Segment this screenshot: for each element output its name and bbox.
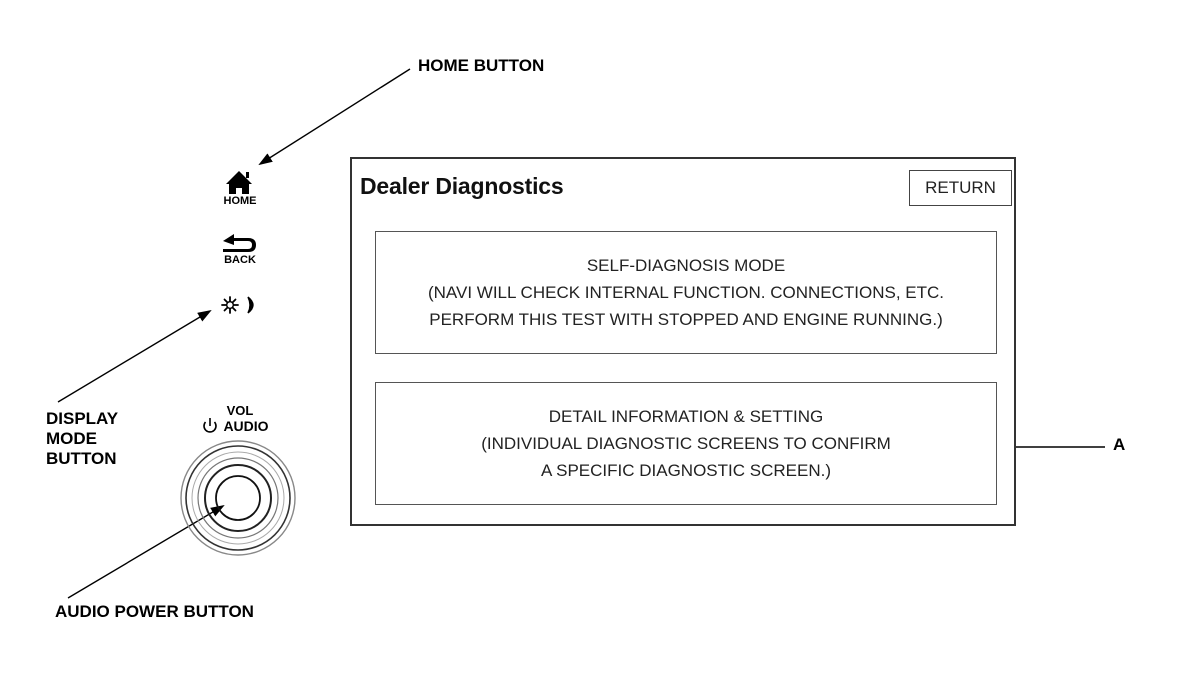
navigation-screen: Dealer Diagnostics RETURN SELF-DIAGNOSIS… — [350, 157, 1016, 526]
screen-title: Dealer Diagnostics — [360, 173, 564, 199]
detail-info-line-2: (INDIVIDUAL DIAGNOSTIC SCREENS TO CONFIR… — [481, 434, 891, 453]
sun-moon-icon[interactable] — [221, 296, 254, 314]
return-button[interactable]: RETURN — [909, 170, 1012, 206]
home-leader-line — [258, 68, 411, 166]
home-icon[interactable] — [226, 171, 252, 194]
audio-power-button-callout: AUDIO POWER BUTTON — [55, 602, 254, 621]
detail-information-setting-button[interactable]: DETAIL INFORMATION & SETTING (INDIVIDUAL… — [375, 382, 997, 505]
audio-power-leader-line — [67, 504, 225, 599]
self-diagnosis-line-2: (NAVI WILL CHECK INTERNAL FUNCTION. CONN… — [427, 283, 945, 302]
display-mode-callout-line-3: BUTTON — [46, 449, 117, 468]
audio-control-label: AUDIO — [223, 418, 269, 434]
home-control-label: HOME — [223, 195, 257, 207]
self-diagnosis-line-3: PERFORM THIS TEST WITH STOPPED AND ENGIN… — [429, 310, 943, 329]
back-control-label: BACK — [224, 254, 256, 266]
display-mode-leader-line — [57, 309, 212, 403]
a-callout: A — [1113, 435, 1126, 454]
volume-knob[interactable] — [180, 440, 296, 556]
self-diagnosis-line-1: SELF-DIAGNOSIS MODE — [586, 256, 786, 275]
display-mode-button-callout: DISPLAY MODE BUTTON — [46, 409, 118, 469]
display-mode-callout-line-1: DISPLAY — [46, 409, 119, 428]
detail-info-line-3: A SPECIFIC DIAGNOSTIC SCREEN.) — [541, 461, 831, 480]
home-button-callout: HOME BUTTON — [418, 56, 545, 75]
vol-control-label: VOL — [226, 403, 254, 418]
back-arrow-icon[interactable] — [223, 234, 256, 252]
detail-info-line-1: DETAIL INFORMATION & SETTING — [548, 407, 824, 426]
power-icon — [203, 418, 217, 433]
display-mode-callout-line-2: MODE — [46, 429, 97, 448]
self-diagnosis-mode-button[interactable]: SELF-DIAGNOSIS MODE (NAVI WILL CHECK INT… — [375, 231, 997, 354]
